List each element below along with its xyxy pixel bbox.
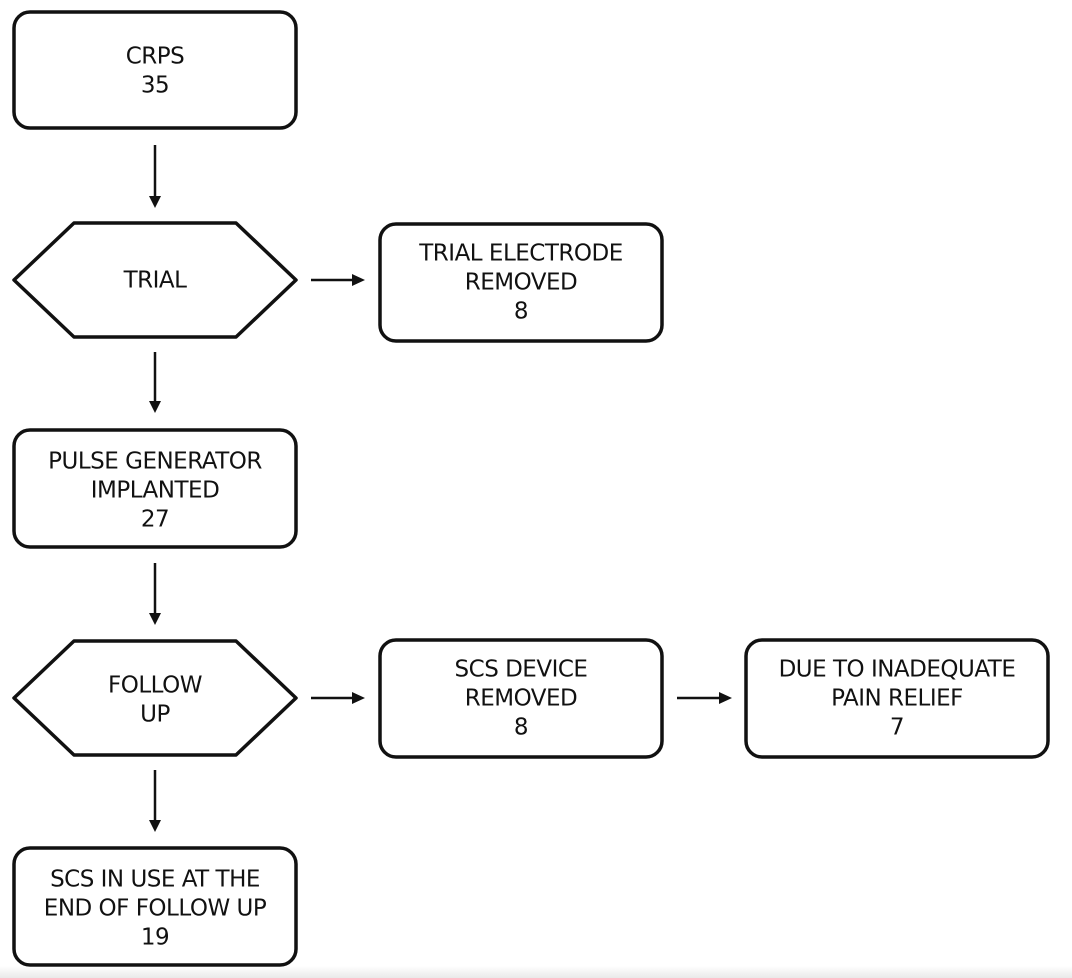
node-scs-in-use: SCS IN USE AT THE END OF FOLLOW UP 19 <box>12 846 298 967</box>
arrow-follow-up-to-device-removed <box>311 692 365 704</box>
arrow-follow-up-to-scs-in-use <box>149 770 161 832</box>
node-follow-up-line-1: FOLLOW <box>108 673 202 699</box>
node-scs-device-removed: SCS DEVICE REMOVED 8 <box>378 638 664 759</box>
node-pulse-generator-count: 27 <box>141 507 169 533</box>
bottom-edge-shadow <box>0 966 1072 978</box>
node-follow-up-line-2: UP <box>140 702 170 728</box>
node-inadequate-pain-relief-line-2: PAIN RELIEF <box>831 686 963 712</box>
node-scs-in-use-count: 19 <box>141 925 169 951</box>
node-trial-electrode-removed: TRIAL ELECTRODE REMOVED 8 <box>378 222 664 343</box>
node-follow-up: FOLLOW UP <box>12 639 298 757</box>
node-trial-label: TRIAL <box>123 268 188 294</box>
node-inadequate-pain-relief: DUE TO INADEQUATE PAIN RELIEF 7 <box>744 638 1050 759</box>
node-pulse-generator-implanted: PULSE GENERATOR IMPLANTED 27 <box>12 428 298 549</box>
node-scs-device-removed-line-1: SCS DEVICE <box>455 657 588 683</box>
node-scs-in-use-line-1: SCS IN USE AT THE <box>50 867 260 893</box>
node-crps-line-1: CRPS <box>126 44 185 70</box>
node-trial-electrode-removed-line-2: REMOVED <box>465 270 578 296</box>
node-crps: CRPS 35 <box>12 10 298 130</box>
arrow-pulse-generator-to-follow-up <box>149 563 161 625</box>
node-crps-count: 35 <box>141 73 169 99</box>
arrow-device-removed-to-pain-relief <box>677 692 732 704</box>
arrow-trial-to-electrode-removed <box>311 274 365 286</box>
node-scs-in-use-line-2: END OF FOLLOW UP <box>44 896 267 922</box>
node-trial: TRIAL <box>12 221 298 339</box>
node-inadequate-pain-relief-count: 7 <box>890 715 904 741</box>
node-trial-electrode-removed-line-1: TRIAL ELECTRODE <box>418 241 623 267</box>
node-scs-device-removed-count: 8 <box>514 715 528 741</box>
arrow-trial-to-pulse-generator <box>149 352 161 413</box>
arrow-crps-to-trial <box>149 145 161 208</box>
node-inadequate-pain-relief-line-1: DUE TO INADEQUATE <box>779 657 1016 683</box>
node-scs-device-removed-line-2: REMOVED <box>465 686 578 712</box>
node-pulse-generator-line-1: PULSE GENERATOR <box>48 449 262 475</box>
node-trial-electrode-removed-count: 8 <box>514 299 528 325</box>
node-pulse-generator-line-2: IMPLANTED <box>91 478 220 504</box>
